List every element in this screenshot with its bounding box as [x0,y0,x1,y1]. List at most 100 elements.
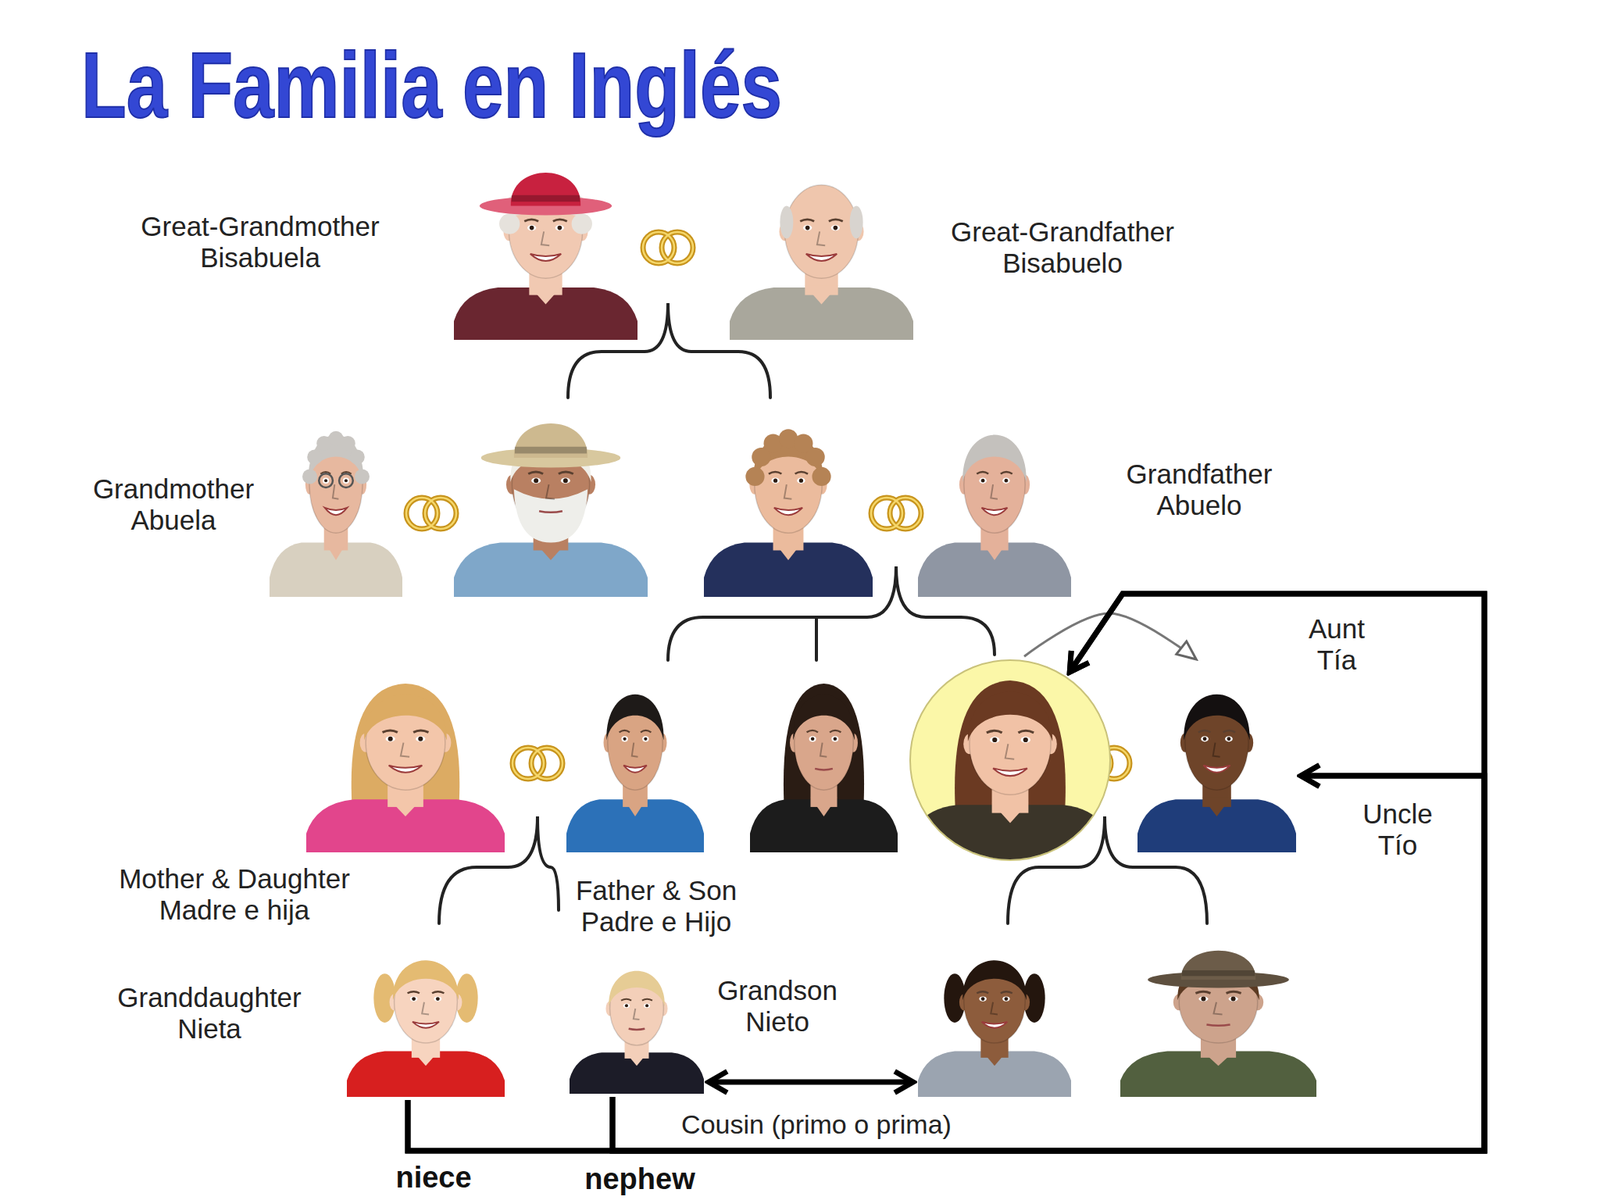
neckline [387,797,424,817]
eye-white [978,477,986,483]
nose [1213,742,1221,758]
english-term: Mother & Daughter [118,863,350,895]
page-title: La Familia en Inglés [81,39,783,132]
eyebrow [407,991,420,993]
english-term: Granddaughter [117,982,301,1014]
swap-arrow [1024,613,1196,659]
mouth [806,253,837,261]
wedding-rings [512,747,563,779]
ring-shine [871,497,903,529]
portrait-drawing [569,946,704,1094]
person-portrait [750,663,898,853]
eye-white [415,735,425,742]
eyebrow [986,730,1003,733]
hair [962,960,1027,1000]
eye-pupil [1200,996,1206,1002]
eye-white [1002,477,1010,483]
ring-shine [661,232,693,264]
eyebrow [553,219,568,222]
portrait-drawing [917,933,1072,1097]
spanish-term: Nieta [117,1013,301,1045]
portrait-drawing [1137,663,1297,853]
person-portrait: Great-GrandmotherBisabuela [453,153,638,340]
relation-arrow [407,593,1485,1151]
eye-pupil [411,996,416,1001]
eye-pupil [625,1003,629,1008]
portrait-drawing [908,658,1112,862]
portrait-drawing [1120,933,1317,1097]
hair-back [783,683,865,804]
spanish-term: Bisabuelo [950,247,1175,279]
wedding-rings [871,497,922,529]
eyebrow [976,471,989,474]
highlighted-portrait: AuntTía [908,658,1112,862]
neckline [1200,1049,1236,1066]
eye-pupil [1004,478,1009,483]
eye-pupil [810,737,815,742]
eye-white [560,477,571,483]
portrait-face [1120,950,1317,1097]
eye-pupil [645,1003,649,1008]
neckline [1202,797,1232,817]
wedding-rings [642,232,693,264]
relation-arrow [612,775,1485,1151]
ring-shine [406,497,438,529]
hat-band [1182,970,1255,976]
eyebrow [795,471,808,474]
portrait-face [908,680,1112,862]
eyebrow [1000,991,1013,993]
ring [531,747,563,779]
eye-white [623,1003,630,1008]
person-portrait [917,933,1072,1097]
eye-white [642,735,649,742]
eye-pupil [623,737,627,741]
eye-pupil [773,478,778,483]
portrait-drawing [269,403,403,597]
eye-pupil [1231,996,1236,1002]
eye-white [771,477,779,483]
mouth [774,507,803,515]
ring-shine [889,497,922,529]
mouth [389,765,423,773]
hat-crown [1181,950,1256,980]
person-label: Father & SonPadre e Hijo [575,875,737,939]
eye-pupil [529,225,535,231]
eye-white [989,736,1000,743]
person-label: UncleTío [1362,798,1433,862]
eyebrow [828,219,843,222]
eye-pupil [1004,996,1009,1001]
beard [514,489,588,543]
eyebrow [382,730,398,733]
portrait-face [453,172,638,340]
english-term: Grandmother [92,473,254,505]
hair-back [954,680,1066,811]
eyebrow [642,999,653,1001]
nose [421,1002,429,1015]
eyebrow [1226,991,1242,993]
neckline [773,540,804,561]
english-term: Great-Grandfather [950,216,1175,248]
hair [792,694,855,741]
person-portrait: GranddaughterNieta [346,933,505,1097]
english-term: Uncle [1362,798,1433,830]
portrait-face [566,694,704,853]
person-portrait [453,403,648,597]
head [1178,961,1258,1044]
portrait-face [750,683,898,853]
eyebrow [558,471,574,474]
eye-white [796,477,805,483]
portrait-face [703,428,873,597]
eye-pupil [1023,737,1029,743]
eye-white [621,735,628,742]
eyebrow [768,471,782,474]
glasses [339,473,354,488]
mouth [325,507,348,515]
nose [632,742,639,758]
person-portrait: GrandsonNieto [569,946,704,1094]
portrait-drawing [750,663,898,853]
nose [633,1008,640,1020]
eye-white [643,1003,650,1008]
nose [990,1002,998,1015]
glasses [318,473,333,488]
family-bracket [814,617,818,661]
